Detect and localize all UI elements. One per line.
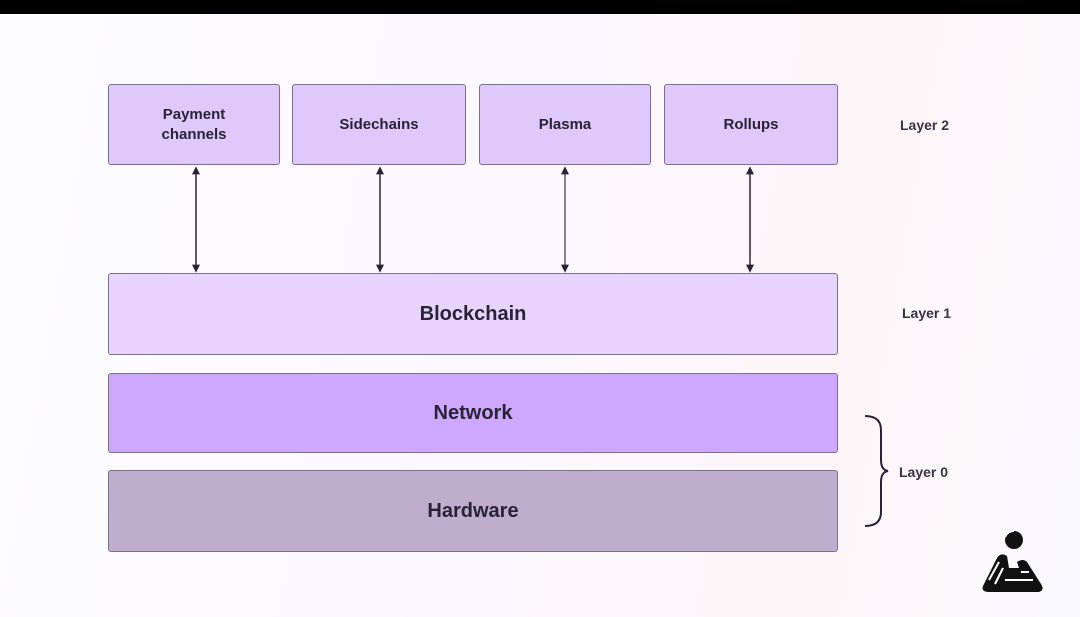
layer1-label: Layer 1 bbox=[902, 305, 952, 321]
plasma-box: Plasma bbox=[479, 84, 651, 165]
blockchain-box: Blockchain bbox=[108, 273, 838, 355]
layer2-label: Layer 2 bbox=[900, 117, 950, 133]
rollups-box: Rollups bbox=[664, 84, 838, 165]
hardware-label: Hardware bbox=[427, 499, 519, 522]
layer0-bracket bbox=[864, 415, 889, 527]
sidechains-box: Sidechains bbox=[292, 84, 466, 165]
network-label: Network bbox=[433, 401, 513, 424]
hardware-box: Hardware bbox=[108, 470, 838, 552]
sidechains-label: Sidechains bbox=[339, 115, 419, 133]
top-black-bar bbox=[0, 0, 1080, 14]
payment-channels-box: Payment channels bbox=[108, 84, 280, 165]
payment-channels-label-line2: channels bbox=[161, 125, 227, 143]
layer0-label: Layer 0 bbox=[899, 464, 949, 480]
person-at-desk-icon bbox=[982, 530, 1043, 592]
network-box: Network bbox=[108, 373, 838, 453]
blockchain-label: Blockchain bbox=[419, 302, 527, 325]
payment-channels-label-line1: Payment bbox=[162, 105, 226, 123]
plasma-label: Plasma bbox=[538, 115, 592, 133]
rollups-label: Rollups bbox=[723, 115, 779, 133]
